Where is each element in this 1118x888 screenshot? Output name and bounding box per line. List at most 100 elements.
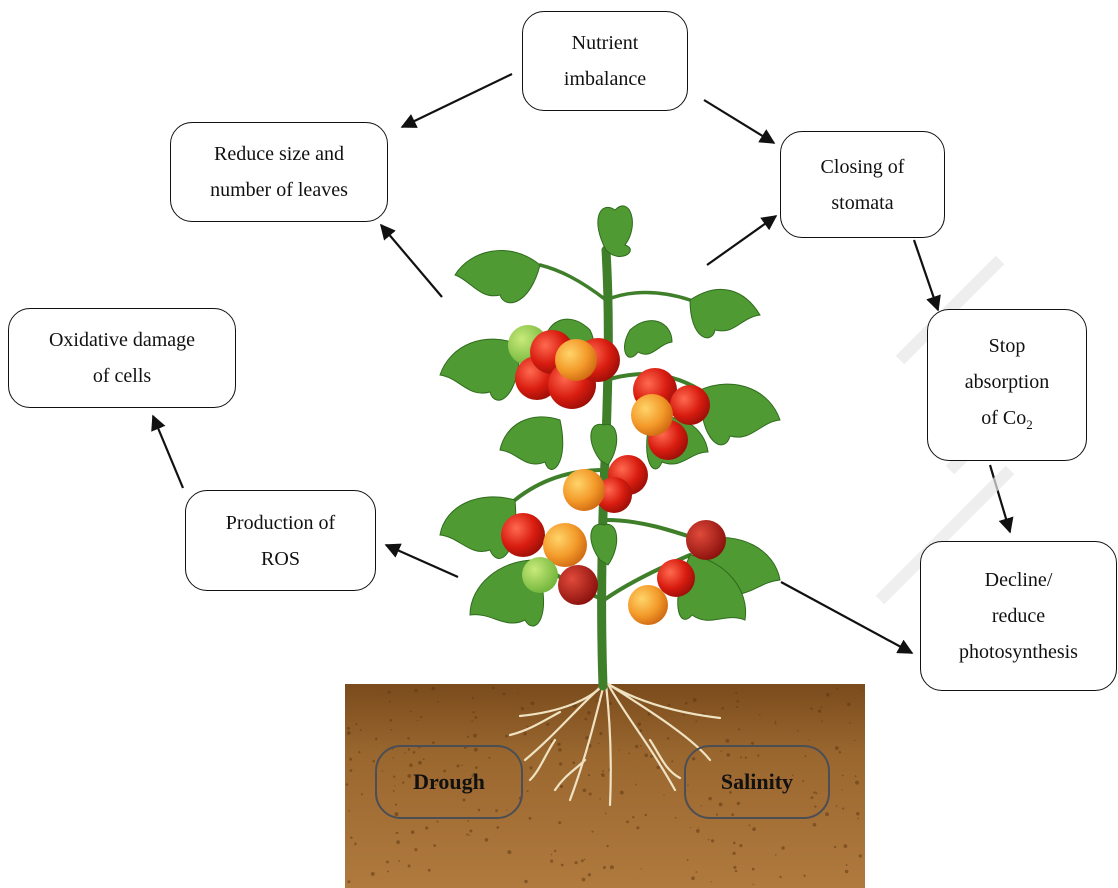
soil-speck [461,764,463,766]
box-production-ros: Production of ROS [185,490,376,591]
arrow-stop-absorption-to-decline [988,464,1014,534]
soil-speck [350,836,353,839]
soil-speck [640,868,642,870]
soil-speck [682,713,685,716]
soil-speck [557,742,561,746]
soil [345,684,865,888]
soil-speck [387,690,391,694]
soil-speck [748,824,751,827]
soil-speck [546,722,550,726]
soil-speck [644,813,647,817]
soil-speck [707,838,710,841]
soil-speck [802,780,805,783]
soil-speck [843,844,848,848]
soil-speck [845,863,848,866]
soil-speck [599,732,603,735]
soil-speck [856,812,860,816]
soil-speck [554,849,557,853]
soil-speck [437,701,440,703]
soil-speck [602,774,605,778]
soil-speck [558,821,562,825]
soil-speck [781,846,785,850]
box-oxidative-damage: Oxidative damage of cells [8,308,236,408]
soil-speck [637,722,642,727]
soil-speck [752,883,755,886]
soil-speck [734,869,738,873]
soil-speck [857,817,859,820]
soil-speck [751,867,755,871]
soil-speck [752,827,756,832]
soil-speck [618,749,620,751]
soil-speck [434,783,438,786]
soil-speck [345,783,349,786]
soil-speck [836,687,839,690]
soil-speck [560,863,564,867]
soil-speck [472,711,475,714]
box-decline-photosynthesis: Decline/ reduce photosynthesis [920,541,1117,691]
flow-arrows [151,73,1014,654]
soil-speck [468,834,470,836]
soil-speck [388,700,391,703]
soil-speck [467,820,470,822]
soil-speck [582,788,587,793]
oxidative-line-2: of cells [92,365,152,387]
soil-speck [774,720,777,723]
soil-speck [835,805,838,807]
drought-label: Drough [375,745,523,819]
soil-speck [671,760,674,763]
soil-speck [759,713,761,716]
soil-speck [587,774,591,777]
soil-speck [812,822,817,827]
soil-speck [463,746,467,749]
soil-speck [530,701,535,706]
soil-speck [471,697,474,700]
soil-speck [488,756,491,759]
box-nutrient-imbalance: Nutrient imbalance [522,11,688,111]
box-closing-stomata: Closing of stomata [780,131,945,238]
soil-speck [606,844,609,848]
soil-speck [602,865,606,870]
soil-speck [686,859,689,862]
soil-speck [389,719,393,722]
reduce-leaves-line-1: Reduce size and [214,143,344,165]
soil-speck [574,861,578,865]
soil-speck [634,744,639,749]
soil-speck [484,838,489,842]
co2-subscript: 2 [1026,416,1033,432]
soil-speck [820,706,823,708]
soil-speck [466,833,469,836]
soil-speck [549,859,554,863]
soil-speck [608,702,612,705]
soil-speck [418,760,422,765]
soil-speck [404,752,406,754]
soil-speck [736,801,741,806]
soil-speck [349,769,353,772]
soil-speck [359,729,362,732]
soil-speck [372,759,375,763]
soil-speck [396,831,399,834]
soil-speck [741,784,744,787]
soil-speck [347,726,350,730]
soil-speck [663,794,665,796]
soil-speck [474,716,478,719]
soil-speck [628,752,631,755]
arrow-plant-to-ros [384,543,459,579]
soil-speck [420,716,423,719]
soil-speck [469,829,473,833]
soil-speck [841,774,844,777]
soil-speck [750,741,755,745]
soil-speck [354,844,356,846]
soil-speck [431,686,436,691]
soil-speck [496,826,500,829]
soil-speck [386,860,389,864]
soil-speck [572,761,576,765]
soil-speck [695,871,698,873]
soil-speck [370,871,375,876]
soil-speck [858,854,862,858]
soil-speck [516,692,519,695]
soil-speck [409,710,412,713]
soil-speck [523,732,527,736]
soil-speck [587,711,591,715]
soil-speck [826,692,830,697]
